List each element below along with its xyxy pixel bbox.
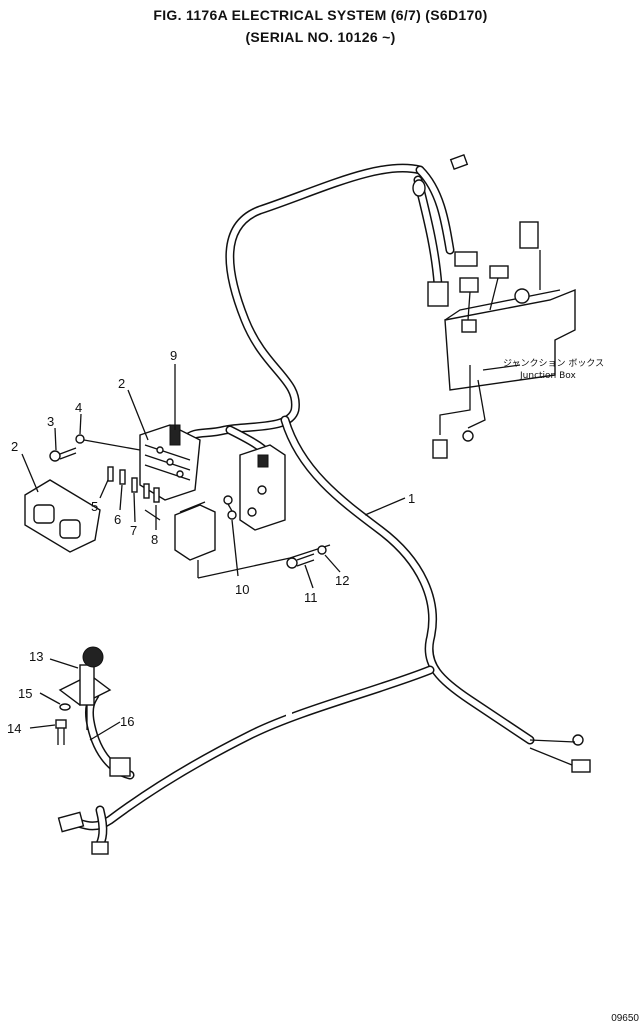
leader-lines: [21, 364, 406, 741]
junction-box: [432, 221, 576, 459]
main-wire-harness: [70, 163, 535, 853]
bolt-11: [286, 553, 315, 569]
drawing-code: 09650: [611, 1013, 639, 1024]
callout-14: 14: [7, 721, 21, 736]
callout-11: 11: [304, 590, 318, 605]
callout-15: 15: [18, 686, 32, 701]
junction-box-label-jp: ジャンクション ボックス: [503, 358, 604, 369]
callout-12: 12: [335, 573, 349, 588]
callout-7: 7: [130, 523, 137, 538]
fuse-bracket: [144, 509, 161, 521]
callout-1: 1: [408, 491, 415, 506]
relay-bracket: [174, 444, 331, 579]
callout-13: 13: [29, 649, 43, 664]
callout-8: 8: [151, 532, 158, 547]
fuses: [107, 466, 160, 503]
callout-2-fuse-box: 2: [118, 376, 125, 391]
callout-5: 5: [91, 499, 98, 514]
callout-2-cover: 2: [11, 439, 18, 454]
callout-4: 4: [75, 400, 82, 415]
switch-13: [58, 646, 112, 730]
callout-6: 6: [114, 512, 121, 527]
figure-serial: (SERIAL NO. 10126 ~): [245, 29, 396, 45]
callout-9: 9: [170, 348, 177, 363]
relay-10: [223, 495, 237, 520]
bolt-14: [55, 719, 67, 745]
washer-15: [59, 703, 71, 711]
callout-16: 16: [120, 714, 134, 729]
callout-10: 10: [235, 582, 249, 597]
junction-box-label-en: Junction Box: [519, 371, 577, 381]
harness-connectors: [57, 154, 591, 855]
junction-box-leader: [482, 364, 521, 371]
washer-4: [75, 434, 141, 451]
screw-3: [49, 447, 77, 462]
fuse-box-cover: [24, 479, 101, 553]
figure-title: FIG. 1176A ELECTRICAL SYSTEM (6/7) (S6D1…: [153, 7, 488, 23]
callout-3: 3: [47, 414, 54, 429]
washer-12: [317, 545, 327, 555]
